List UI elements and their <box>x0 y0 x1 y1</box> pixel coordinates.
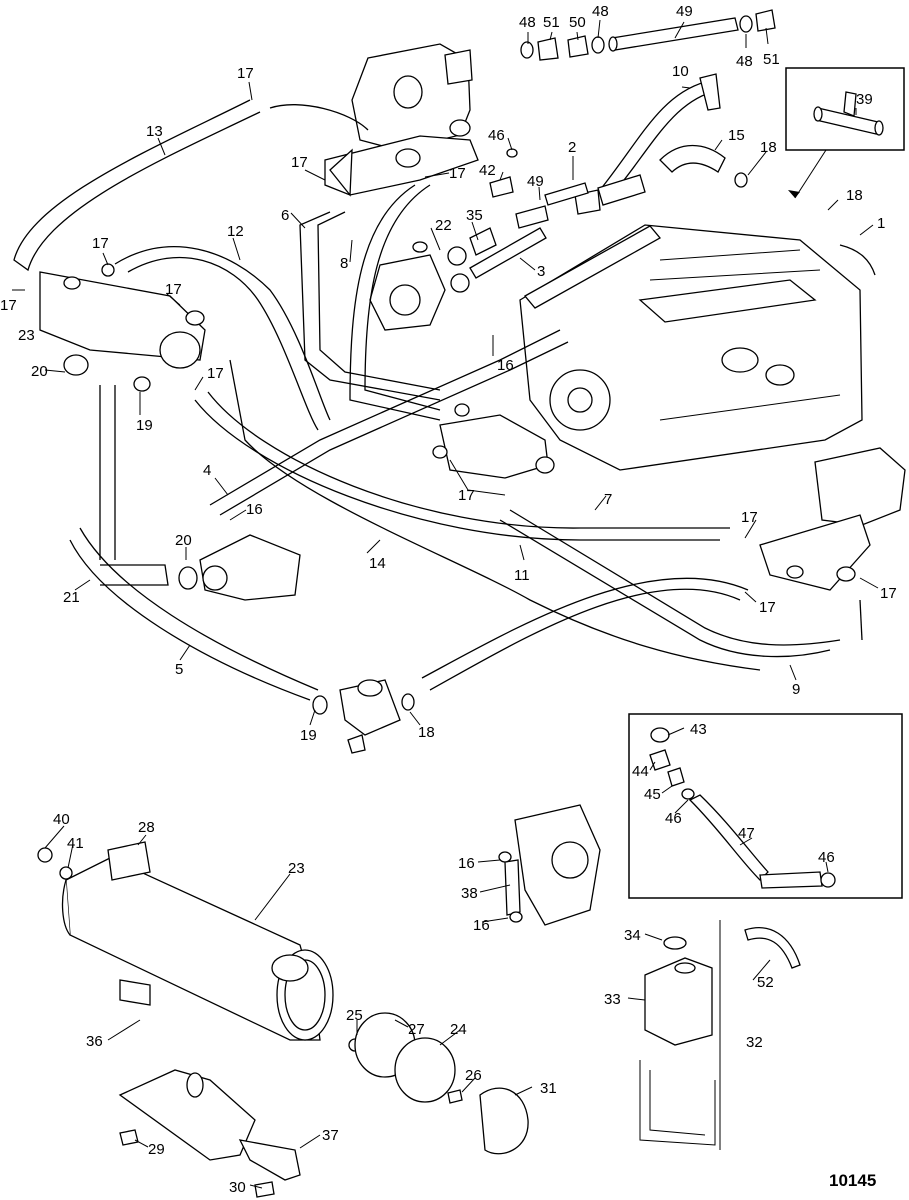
callout-36: 36 <box>86 1033 103 1050</box>
seawater-pump <box>100 534 301 601</box>
callout-41: 41 <box>67 835 84 852</box>
callout-46: 46 <box>665 810 682 827</box>
callout-20: 20 <box>31 363 48 380</box>
callout-17: 17 <box>458 487 475 504</box>
callout-51: 51 <box>763 51 780 68</box>
callout-17: 17 <box>92 235 109 252</box>
callout-27: 27 <box>408 1021 425 1038</box>
callout-16: 16 <box>497 357 514 374</box>
callout-labels: 48 51 50 48 49 48 51 10 39 17 13 46 2 15… <box>0 3 897 1196</box>
callout-15: 15 <box>728 127 745 144</box>
callout-52: 52 <box>757 974 774 991</box>
callout-24: 24 <box>450 1021 467 1038</box>
callout-46: 46 <box>488 127 505 144</box>
heat-exchanger-lower <box>37 841 334 1041</box>
callout-17: 17 <box>207 365 224 382</box>
callout-39: 39 <box>856 91 873 108</box>
callout-47: 47 <box>738 825 755 842</box>
callout-17: 17 <box>165 281 182 298</box>
circulating-pump <box>369 254 446 331</box>
callout-17: 17 <box>880 585 897 602</box>
callout-49: 49 <box>676 3 693 20</box>
lower-tee-fitting <box>312 679 415 754</box>
callout-44: 44 <box>632 763 649 780</box>
callout-22: 22 <box>435 217 452 234</box>
callout-19: 19 <box>136 417 153 434</box>
engine-block <box>519 224 863 471</box>
callout-26: 26 <box>465 1067 482 1084</box>
callout-4: 4 <box>203 462 211 479</box>
port-exhaust-manifold <box>324 43 479 197</box>
callout-3: 3 <box>537 263 545 280</box>
callout-31: 31 <box>540 1080 557 1097</box>
callout-32: 32 <box>746 1034 763 1051</box>
callout-16: 16 <box>246 501 263 518</box>
callout-11: 11 <box>514 567 530 584</box>
callout-8: 8 <box>340 255 348 272</box>
callout-2: 2 <box>568 139 576 156</box>
callout-48: 48 <box>592 3 609 20</box>
callout-14: 14 <box>369 555 386 572</box>
callout-33: 33 <box>604 991 621 1008</box>
callout-17: 17 <box>237 65 254 82</box>
callout-18: 18 <box>418 724 435 741</box>
inset-drain-hose <box>628 713 903 899</box>
callout-35: 35 <box>466 207 483 224</box>
coolant-reservoir <box>639 920 801 1150</box>
callout-19: 19 <box>300 727 317 744</box>
callout-28: 28 <box>138 819 155 836</box>
callout-51: 51 <box>543 14 560 31</box>
callout-37: 37 <box>322 1127 339 1144</box>
hose-runs <box>13 99 876 701</box>
callout-42: 42 <box>479 162 496 179</box>
callout-5: 5 <box>175 661 183 678</box>
callout-49: 49 <box>527 173 544 190</box>
callout-21: 21 <box>63 589 80 606</box>
mounting-bracket <box>118 1069 301 1198</box>
callout-16: 16 <box>473 917 490 934</box>
callout-48: 48 <box>519 14 536 31</box>
callout-10: 10 <box>672 63 689 80</box>
callout-23: 23 <box>18 327 35 344</box>
thermostat-housing <box>432 403 555 479</box>
starboard-exhaust-manifold <box>759 447 906 591</box>
callout-17: 17 <box>759 599 776 616</box>
callout-34: 34 <box>624 927 641 944</box>
callout-50: 50 <box>569 14 586 31</box>
callout-17: 17 <box>291 154 308 171</box>
callout-16: 16 <box>458 855 475 872</box>
callout-13: 13 <box>146 123 163 140</box>
callout-18: 18 <box>846 187 863 204</box>
callout-38: 38 <box>461 885 478 902</box>
callout-18: 18 <box>760 139 777 156</box>
callout-9: 9 <box>792 681 800 698</box>
callout-25: 25 <box>346 1007 363 1024</box>
callout-43: 43 <box>690 721 707 738</box>
callout-12: 12 <box>227 223 244 240</box>
callout-23: 23 <box>288 860 305 877</box>
callout-6: 6 <box>281 207 289 224</box>
upper-fittings-group <box>412 9 776 293</box>
callout-29: 29 <box>148 1141 165 1158</box>
callout-7: 7 <box>604 491 612 508</box>
callout-leaders <box>12 19 879 1189</box>
callout-40: 40 <box>53 811 70 828</box>
callout-45: 45 <box>644 786 661 803</box>
callout-48: 48 <box>736 53 753 70</box>
callout-46: 46 <box>818 849 835 866</box>
callout-30: 30 <box>229 1179 246 1196</box>
callout-1: 1 <box>877 215 885 232</box>
callout-17: 17 <box>0 297 17 314</box>
inset-tee-fitting <box>785 67 905 199</box>
callout-17: 17 <box>741 509 758 526</box>
callout-20: 20 <box>175 532 192 549</box>
figure-number: 10145 <box>829 1171 876 1190</box>
callout-17: 17 <box>449 165 466 182</box>
pump-bracket <box>498 804 601 926</box>
end-cap-parts <box>348 1012 529 1155</box>
